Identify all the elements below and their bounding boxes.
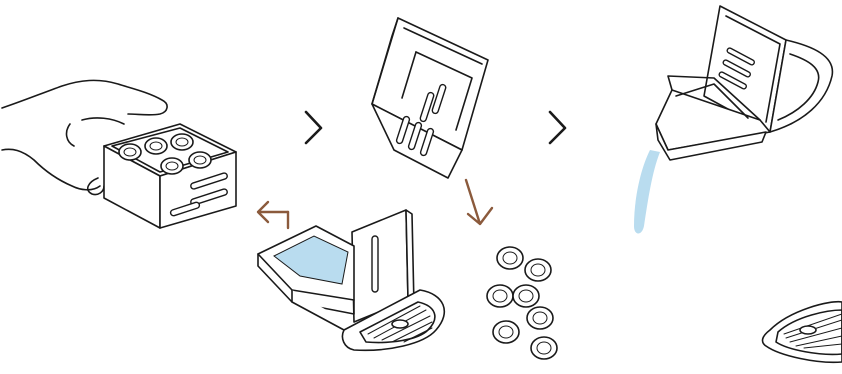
arrow-left-icon bbox=[258, 202, 288, 228]
arrow-down-right-icon bbox=[466, 180, 492, 224]
drip-grid-icon bbox=[763, 302, 842, 363]
drip-tray-pour-icon bbox=[634, 6, 832, 234]
capsules-icon bbox=[487, 247, 557, 359]
chevron-right-icon bbox=[550, 112, 565, 143]
chevron-right-icon bbox=[306, 112, 321, 143]
drip-tray-water-icon bbox=[258, 210, 444, 350]
hand-holding-container-icon bbox=[2, 80, 236, 228]
capsule-container-icon bbox=[372, 18, 488, 178]
